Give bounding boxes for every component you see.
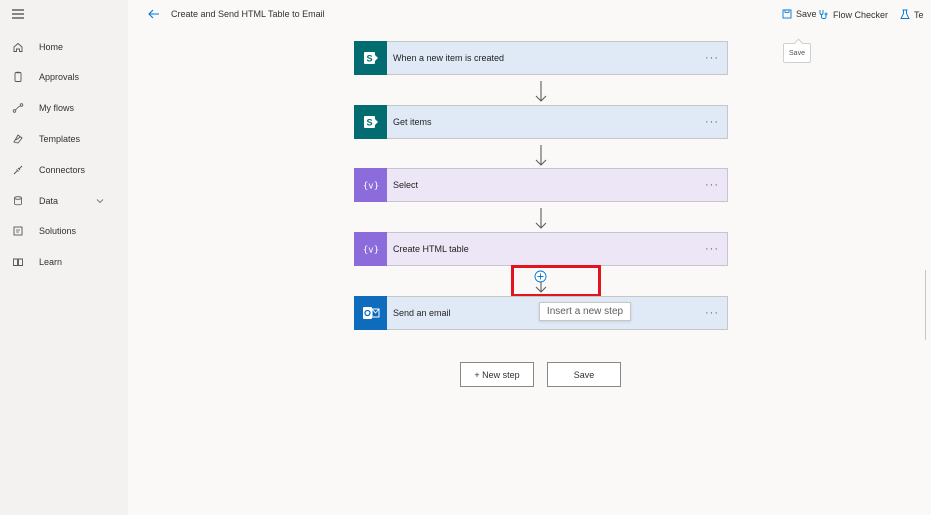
svg-text:{v}: {v} (362, 246, 378, 256)
sharepoint-icon: S (354, 41, 387, 75)
nav-item-templates[interactable]: Templates (0, 129, 128, 149)
nav-item-connectors[interactable]: Connectors (0, 160, 128, 180)
more-options-icon[interactable]: ··· (705, 243, 719, 255)
nav-label: Solutions (39, 226, 77, 236)
nav-label: Data (39, 196, 59, 206)
more-options-icon[interactable]: ··· (705, 307, 719, 319)
svg-text:{v}: {v} (362, 182, 378, 192)
nav-label: Home (39, 42, 64, 52)
flow-title: Create and Send HTML Table to Email (171, 9, 325, 19)
flow-header: Create and Send HTML Table to Email Save… (128, 0, 931, 30)
left-nav: Home Approvals My flows Templates Connec… (0, 0, 128, 515)
learn-icon (11, 255, 25, 269)
nav-item-learn[interactable]: Learn (0, 252, 128, 272)
step-title: Send an email (393, 308, 451, 318)
more-options-icon[interactable]: ··· (705, 116, 719, 128)
hamburger-menu-icon[interactable] (11, 8, 25, 20)
step-card-get-items[interactable]: S Get items ··· (354, 105, 728, 139)
data-operation-icon: {v} (354, 168, 387, 202)
save-icon (782, 9, 792, 19)
connector-arrow-icon (534, 208, 548, 230)
flow-checker-button[interactable]: Flow Checker (818, 9, 888, 20)
svg-text:S: S (366, 54, 372, 64)
more-options-icon[interactable]: ··· (705, 52, 719, 64)
outlook-icon (354, 296, 387, 330)
connector-arrow-icon (534, 81, 548, 103)
nav-label: Learn (39, 257, 63, 267)
nav-item-solutions[interactable]: Solutions (0, 221, 128, 241)
svg-text:S: S (366, 118, 372, 128)
highlight-box (511, 265, 601, 297)
connector-arrow-icon (534, 145, 548, 167)
data-operation-icon: {v} (354, 232, 387, 266)
scroll-edge (925, 270, 931, 340)
new-step-button[interactable]: + New step (460, 362, 534, 387)
step-card-select[interactable]: {v} Select ··· (354, 168, 728, 202)
back-arrow-icon[interactable] (147, 7, 161, 21)
connectors-icon (11, 163, 25, 177)
flow-checker-label: Flow Checker (833, 9, 889, 20)
step-title: Create HTML table (393, 244, 469, 254)
step-title: When a new item is created (393, 53, 505, 63)
stethoscope-icon (819, 10, 828, 19)
save-button[interactable]: Save (547, 362, 621, 387)
home-icon (11, 40, 25, 54)
sharepoint-icon: S (354, 105, 387, 139)
test-label: Te (914, 9, 924, 20)
step-title: Get items (393, 117, 432, 127)
save-toolbar-label: Save (796, 9, 817, 19)
nav-label: Approvals (39, 72, 80, 82)
flows-icon (11, 101, 25, 115)
step-card-trigger[interactable]: S When a new item is created ··· (354, 41, 728, 75)
data-icon (11, 194, 25, 208)
save-toolbar-button[interactable]: Save (782, 9, 817, 19)
nav-item-my-flows[interactable]: My flows (0, 98, 128, 118)
nav-item-data[interactable]: Data (0, 191, 128, 211)
nav-label: Templates (39, 134, 81, 144)
chevron-down-icon[interactable] (95, 196, 105, 206)
step-title: Select (393, 180, 419, 190)
approvals-icon (11, 70, 25, 84)
insert-step-tooltip: Insert a new step (539, 302, 631, 321)
insert-step-plus-icon[interactable] (534, 270, 547, 283)
solutions-icon (11, 224, 25, 238)
templates-icon (11, 132, 25, 146)
flask-icon (900, 9, 910, 19)
step-card-create-html-table[interactable]: {v} Create HTML table ··· (354, 232, 728, 266)
nav-label: My flows (39, 103, 75, 113)
save-tooltip: Save (783, 43, 811, 63)
nav-item-home[interactable]: Home (0, 37, 128, 57)
test-button[interactable]: Te (900, 9, 924, 20)
nav-label: Connectors (39, 165, 86, 175)
more-options-icon[interactable]: ··· (705, 179, 719, 191)
nav-item-approvals[interactable]: Approvals (0, 67, 128, 87)
